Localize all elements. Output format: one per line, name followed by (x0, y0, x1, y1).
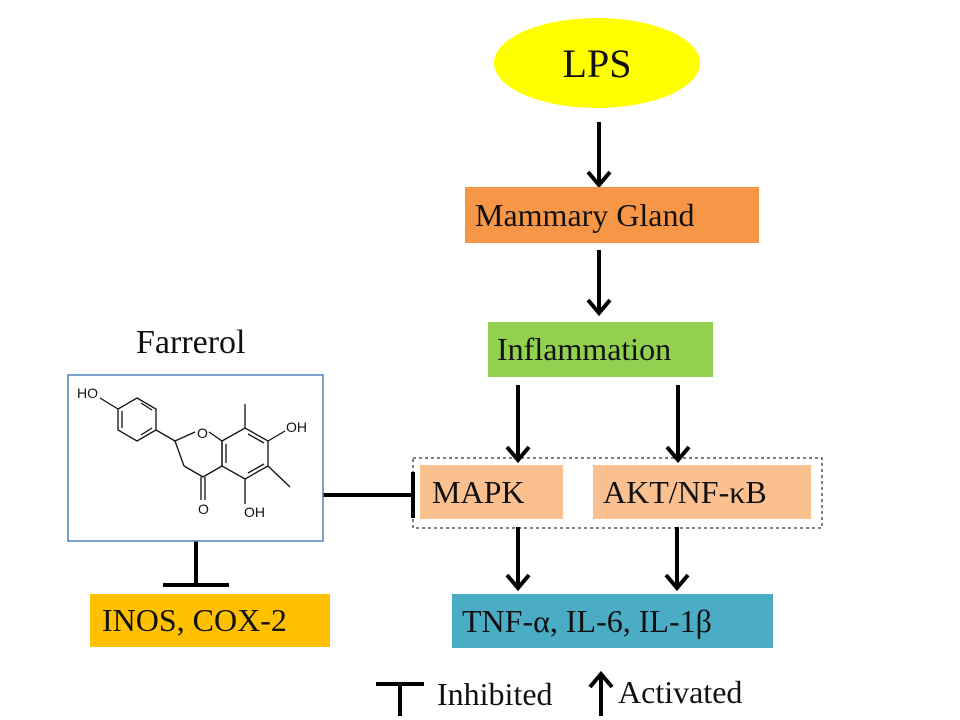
arrowhead-akt-to-cytokines (664, 573, 690, 592)
farrerol-structure-frame (67, 374, 324, 542)
chem-label-o-carbonyl: O (198, 501, 209, 517)
arrowhead-lps-to-mammary (586, 170, 612, 189)
inos-cox2-node: INOS, COX-2 (90, 594, 330, 647)
inflammation-node: Inflammation (488, 322, 713, 377)
lps-node: LPS (494, 18, 700, 108)
cytokines-node: TNF-α, IL-6, IL-1β (452, 594, 773, 648)
mapk-node: MAPK (420, 465, 563, 519)
chem-label-oh-right: OH (286, 419, 307, 435)
legend-activated-label: Activated (618, 674, 743, 710)
mammary-gland-node: Mammary Gland (465, 187, 759, 243)
arrowhead-mammary-to-inflammation (586, 298, 612, 317)
chem-label-o-ring: O (197, 425, 208, 441)
legend-inhibited-label: Inhibited (437, 676, 553, 712)
akt-nfkb-node: AKT/NF-κB (593, 465, 811, 519)
chem-label-oh-bottom: OH (244, 504, 265, 520)
legend-activate-head (588, 670, 614, 689)
pathway-group-frame (412, 457, 823, 529)
arrowhead-inflammation-to-mapk (505, 445, 531, 464)
arrowhead-inflammation-to-akt (665, 445, 691, 464)
chem-label-ho-top: HO (77, 385, 98, 401)
farrerol-label: Farrerol (136, 324, 246, 361)
arrowhead-mapk-to-cytokines (505, 573, 531, 592)
farrerol-structure (99, 397, 291, 504)
